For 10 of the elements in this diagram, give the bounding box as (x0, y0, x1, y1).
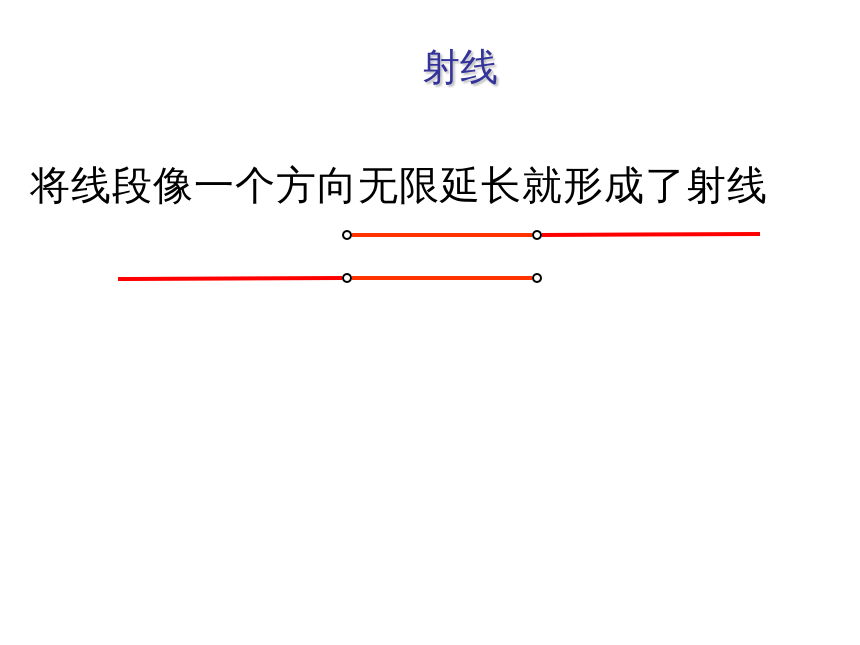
endpoint-dot (342, 273, 352, 283)
line-segment (352, 276, 532, 280)
sentence: 将线段像一个方向无限延长就形成了射线 (30, 162, 768, 211)
endpoint-dot (532, 273, 542, 283)
endpoint-dot (342, 230, 352, 240)
title: 射线 (421, 44, 499, 91)
endpoint-dot (532, 230, 542, 240)
ray-extension (118, 276, 342, 281)
ray-extension (542, 232, 760, 237)
line-segment (352, 233, 532, 237)
